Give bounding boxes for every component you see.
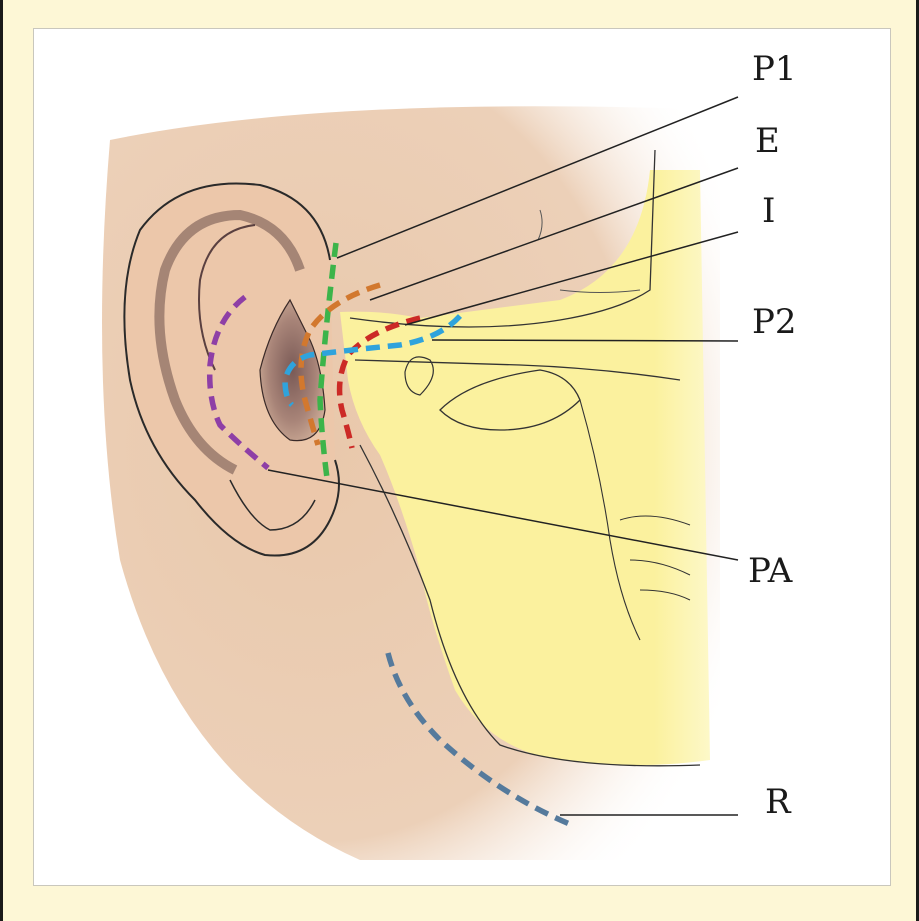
leader-i bbox=[404, 231, 739, 326]
temporal-detail bbox=[537, 209, 641, 293]
leader-e bbox=[369, 167, 739, 301]
incision-i-red bbox=[336, 315, 421, 449]
incision-pa-purple bbox=[206, 294, 270, 471]
zygomatic-arch-outline bbox=[349, 149, 656, 328]
label-p2: P2 bbox=[752, 302, 797, 342]
cheek-outline bbox=[354, 359, 681, 381]
left-border bbox=[0, 0, 3, 921]
label-p1: P1 bbox=[752, 49, 797, 89]
label-e: E bbox=[755, 121, 780, 161]
leader-p1 bbox=[336, 96, 739, 259]
ramus-inner-outline bbox=[579, 399, 641, 641]
orbit-detail bbox=[619, 515, 691, 601]
incision-p1-green bbox=[317, 242, 339, 479]
leader-p2 bbox=[431, 339, 739, 342]
condyle-outline bbox=[404, 356, 434, 396]
leader-pa bbox=[267, 469, 739, 561]
label-pa: PA bbox=[748, 551, 793, 591]
label-r: R bbox=[765, 782, 792, 822]
ear-lobe bbox=[229, 479, 316, 531]
incision-r-slate bbox=[385, 652, 574, 828]
ear-inner-fold bbox=[198, 224, 256, 371]
ear-antihelix bbox=[154, 209, 305, 475]
label-i: I bbox=[762, 191, 775, 231]
ramus-outline bbox=[359, 444, 701, 767]
right-border bbox=[916, 0, 919, 921]
skull-bone bbox=[340, 170, 710, 765]
ear-helix bbox=[123, 182, 340, 557]
incision-p2-blue bbox=[282, 314, 463, 407]
